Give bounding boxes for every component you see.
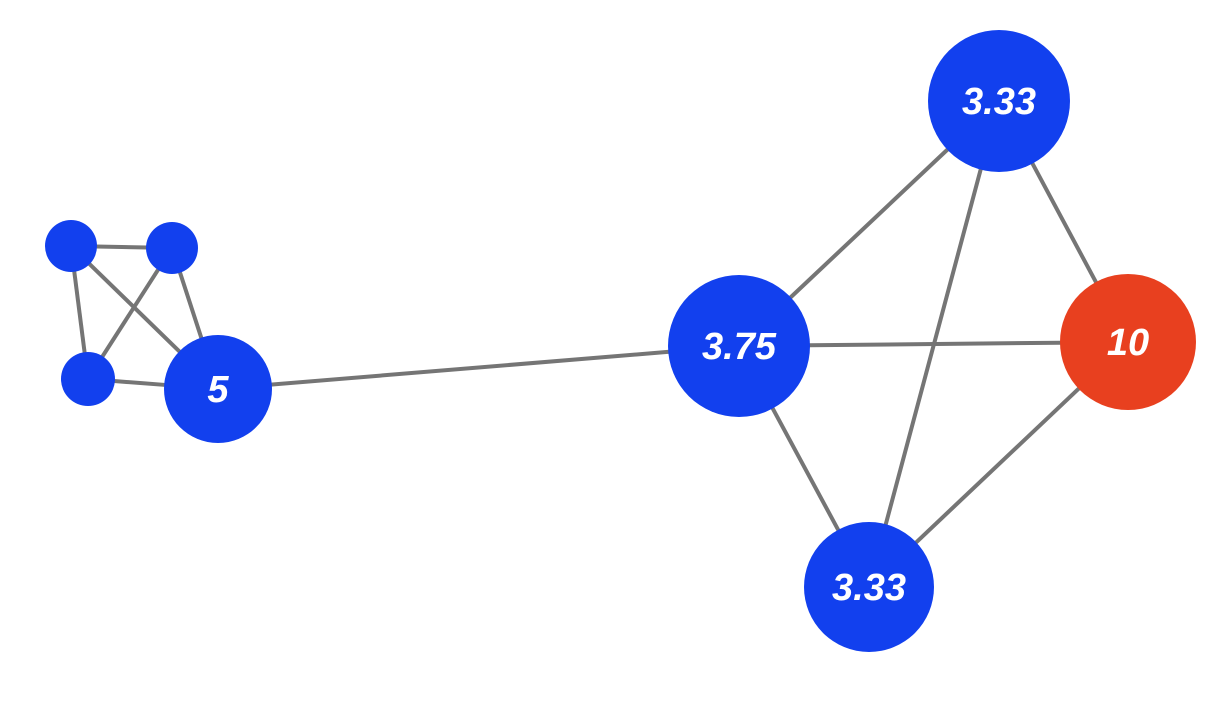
graph-node[interactable]: 5: [164, 335, 272, 443]
graph-edge: [270, 349, 670, 387]
graph-edge: [1030, 161, 1099, 284]
graph-edge: [177, 271, 204, 340]
node-label: 5: [207, 369, 229, 411]
node-label: 3.33: [832, 567, 906, 609]
graph-node[interactable]: [45, 220, 97, 272]
node-label: 10: [1107, 322, 1149, 364]
node-circle[interactable]: [1060, 274, 1196, 410]
graph-node[interactable]: 10: [1060, 274, 1196, 410]
node-circle[interactable]: [668, 275, 810, 417]
edge-layer: [72, 147, 1099, 545]
node-circle[interactable]: [164, 335, 272, 443]
graph-node[interactable]: [61, 352, 115, 406]
graph-node[interactable]: 3.75: [668, 275, 810, 417]
graph-node[interactable]: [146, 222, 198, 274]
graph-edge: [914, 386, 1081, 545]
graph-edge: [788, 147, 950, 300]
node-circle[interactable]: [61, 352, 115, 406]
graph-edge: [100, 267, 161, 359]
graph-edge: [770, 406, 841, 532]
graph-node[interactable]: 3.33: [804, 522, 934, 652]
graph-edge: [113, 379, 166, 387]
graph-edge: [72, 270, 87, 354]
node-label: 3.75: [702, 326, 777, 368]
node-circle[interactable]: [804, 522, 934, 652]
node-circle[interactable]: [45, 220, 97, 272]
node-circle[interactable]: [146, 222, 198, 274]
graph-edge: [95, 244, 148, 250]
node-layer: 5 3.75 3.33 10 3.33: [45, 30, 1196, 652]
graph-node[interactable]: 3.33: [928, 30, 1070, 172]
node-label: 3.33: [962, 81, 1036, 123]
graph-edge: [883, 168, 983, 526]
node-circle[interactable]: [928, 30, 1070, 172]
